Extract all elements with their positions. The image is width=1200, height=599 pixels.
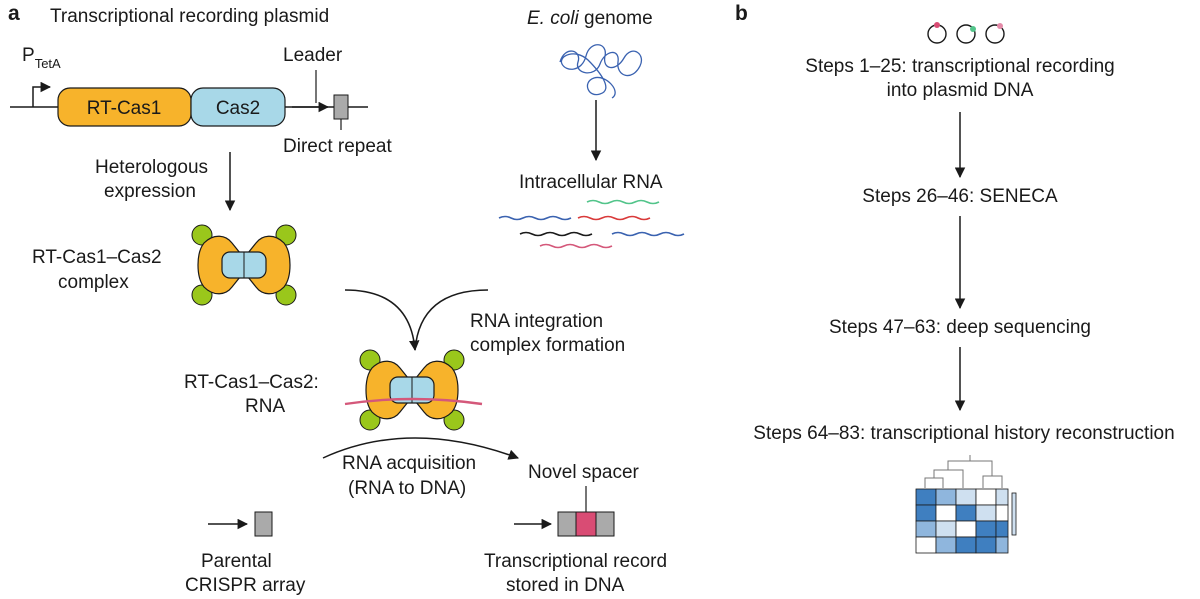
plasmid-circles-icon [927,22,1005,44]
step4-label: Steps 64–83: transcriptional history rec… [753,423,1174,444]
complex-label-1: RT-Cas1–Cas2 [32,247,162,268]
direct-repeat-block [333,94,349,120]
direct-repeat-label: Direct repeat [283,136,392,157]
acquisition-label-1: RNA acquisition [342,453,476,474]
novel-spacer-block [575,511,597,537]
acquisition-arrow-icon [322,437,519,460]
genome-label: E. coli genome [527,8,653,29]
cas2-gene-label: Cas2 [216,98,260,119]
acquisition-label-2: (RNA to DNA) [348,478,466,499]
converge-left-arrow-icon [344,289,420,352]
panel-b-label: b [735,2,748,25]
promoter-label: PTetA [22,45,61,71]
record-label-2: stored in DNA [506,575,625,596]
bound-rna-strand [344,397,483,406]
parental-repeat-block [254,511,273,537]
novel-spacer-label: Novel spacer [528,462,640,483]
step3-label: Steps 47–63: deep sequencing [829,317,1091,338]
heatmap-icon [915,488,1017,554]
step1-label-1: Steps 1–25: transcriptional recording [805,56,1114,77]
rna-bound-complex-icon [359,349,465,431]
plasmid-title: Transcriptional recording plasmid [50,6,329,27]
intracellular-rna-label: Intracellular RNA [519,172,663,193]
parental-label-2: CRISPR array [185,575,306,596]
promoter-arrow-icon [32,81,52,107]
ecoli-genome-icon [559,44,643,99]
heterologous-label-2: expression [104,181,196,202]
complex-label-2: complex [58,272,129,293]
record-repeat-block-1 [557,511,577,537]
integration-label-1: RNA integration [470,311,603,332]
rna-complex-label-1: RT-Cas1–Cas2: [184,372,319,393]
integration-label-2: complex formation [470,335,625,356]
cas2-gene [190,87,286,127]
record-label-1: Transcriptional record [484,551,667,572]
rna-strands-icon [498,199,685,249]
record-repeat-block-2 [595,511,615,537]
rt-cas1-gene-label: RT-Cas1 [87,98,162,119]
rna-complex-label-2: RNA [245,396,285,417]
step2-label: Steps 26–46: SENECA [862,186,1058,207]
heterologous-label-1: Heterologous [95,157,208,178]
panel-a-label: a [8,2,20,25]
parental-label-1: Parental [201,551,272,572]
dendrogram-icon [924,455,1003,488]
leader-label: Leader [283,45,343,66]
rt-cas1-cas2-complex-icon [191,224,297,306]
step1-label-2: into plasmid DNA [887,80,1034,101]
converge-right-arrow-icon [414,289,489,351]
